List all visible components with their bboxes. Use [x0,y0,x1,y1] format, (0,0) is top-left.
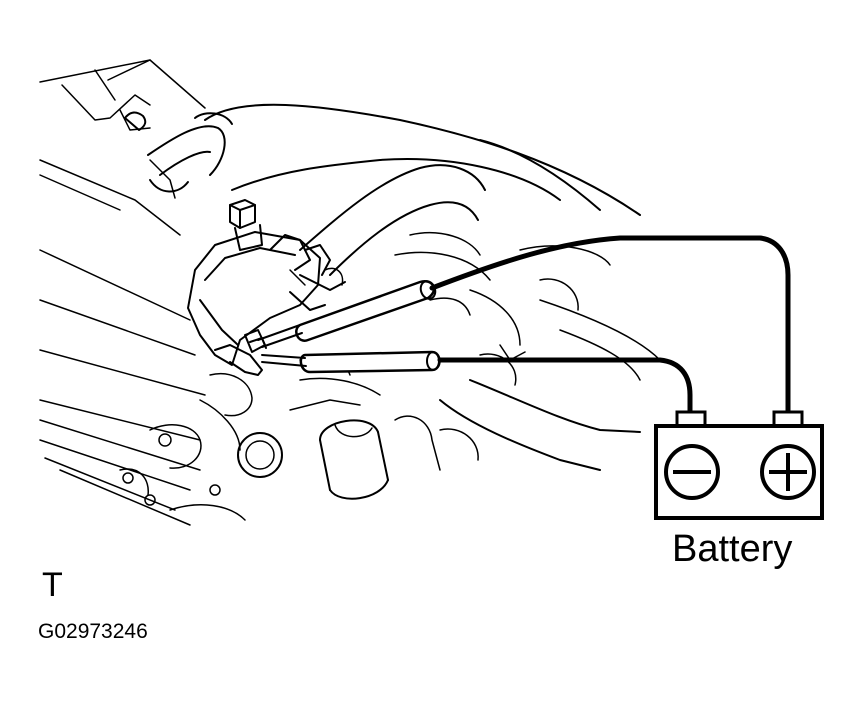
figure-code: G02973246 [38,620,148,643]
negative-terminal [675,410,707,428]
test-leads [257,235,791,415]
minus-icon [664,444,720,500]
plus-icon [760,444,816,500]
negative-wire [437,357,693,415]
lower-probe [299,350,441,374]
battery [654,410,824,520]
view-letter: T [42,566,63,604]
upper-probe [295,279,436,342]
solenoid-valve [187,199,346,376]
positive-terminal [772,410,804,428]
engine-background [39,59,661,526]
battery-label: Battery [672,528,793,570]
positive-wire [429,235,791,415]
